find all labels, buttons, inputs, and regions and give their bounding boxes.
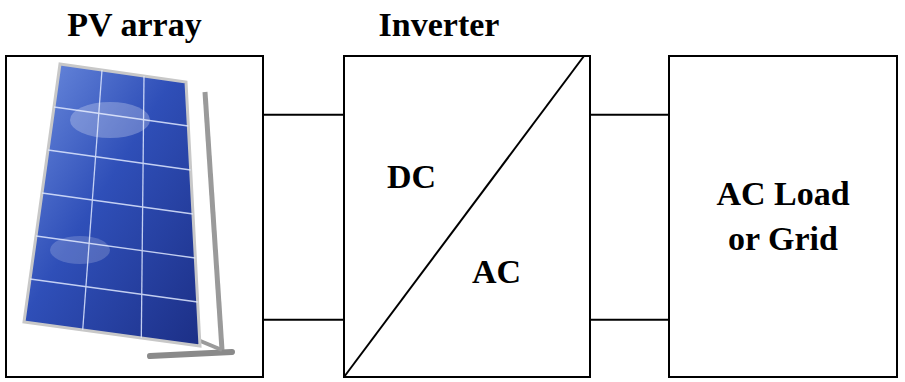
connector-wire	[591, 114, 668, 115]
stand-post	[205, 92, 222, 350]
stand-base	[150, 352, 232, 356]
sky-reflection	[50, 236, 110, 264]
dc-label: DC	[387, 157, 436, 196]
solar-panel	[24, 64, 200, 346]
connector-wire	[591, 319, 668, 320]
converter-diagonal	[344, 56, 584, 377]
inverter-box: InverterDCAC	[343, 55, 591, 378]
load-box: AC Load or Grid	[668, 55, 898, 378]
cell-grid	[30, 70, 198, 338]
connector-wire	[264, 319, 343, 320]
pv-panel-picture	[24, 64, 232, 356]
text-holder: AC Load or Grid	[670, 57, 896, 376]
connector-wire	[264, 114, 343, 115]
ac-label: AC	[472, 252, 521, 291]
heading-label: PV array	[7, 5, 262, 44]
stand-strut	[198, 340, 222, 350]
sky-reflection	[70, 102, 150, 138]
heading-label: Inverter	[345, 5, 589, 44]
pv-array-box: PV array	[5, 55, 264, 378]
box-label: AC Load or Grid	[708, 172, 858, 260]
